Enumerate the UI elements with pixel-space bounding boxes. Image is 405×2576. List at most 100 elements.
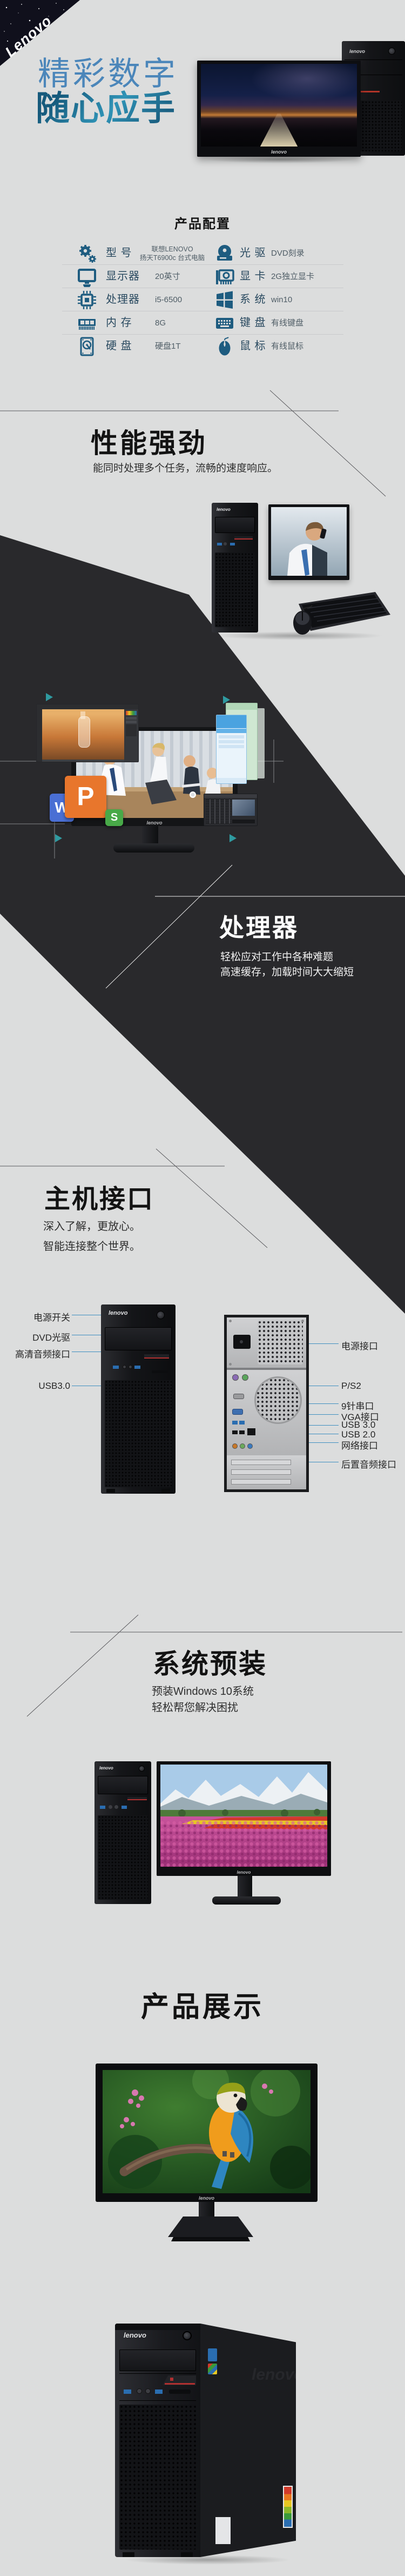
config-label: 硬 盘 <box>106 340 132 352</box>
banner-monitor-screen <box>201 64 357 147</box>
audio-jack <box>240 1443 245 1449</box>
port-label: USB3.0 <box>38 1381 70 1391</box>
banner-tower-brand: lenovo <box>349 49 366 54</box>
config-label: 键 盘 <box>240 317 266 329</box>
preinstall-monitor-image: lenovo <box>157 1761 331 1876</box>
config-label: 显示器 <box>106 270 140 282</box>
video-editor-window <box>204 794 258 826</box>
rear-fan <box>254 1376 302 1424</box>
vga-port <box>232 1409 243 1415</box>
dvd-bay <box>105 1327 172 1350</box>
processor-title: 处理器 <box>219 914 299 942</box>
gears-icon <box>79 245 96 263</box>
monitor-shadow <box>205 156 356 163</box>
usb-port <box>155 2389 163 2394</box>
config-label: 光 驱 <box>240 247 266 259</box>
usb2-port <box>239 1430 245 1434</box>
config-label: 型 号 <box>106 247 132 259</box>
front-mesh <box>105 1380 172 1487</box>
preinstall-title: 系统预装 <box>153 1649 267 1679</box>
windows-icon <box>217 291 233 309</box>
monitor-icon <box>78 269 96 287</box>
collage-monitor-base <box>113 843 194 853</box>
hdd-icon <box>80 337 94 356</box>
config-label: 鼠 标 <box>240 340 266 352</box>
config-value: 8G <box>155 318 166 328</box>
tower-shadow <box>124 2555 292 2565</box>
showcase-monitor-image: lenovo <box>96 2064 318 2202</box>
port-label: 网络接口 <box>341 1441 378 1451</box>
config-value: 2G独立显卡 <box>271 272 315 281</box>
front-tower-image: lenovo <box>101 1304 176 1494</box>
expansion-slots <box>227 1455 306 1489</box>
port-label: 9针串口 <box>341 1401 374 1412</box>
processor-line2: 高速缓存，加载时间大大缩短 <box>220 967 354 978</box>
preinstall-monitor-base <box>212 1896 281 1905</box>
preinstall-line1: 预装Windows 10系统 <box>152 1686 254 1698</box>
banner-monitor-brand: lenovo <box>271 149 287 155</box>
ps2-port <box>242 1374 248 1381</box>
port-label: USB 2.0 <box>341 1429 376 1440</box>
audio-jack <box>137 2388 142 2394</box>
port-label: DVD光驱 <box>32 1333 70 1343</box>
powerpoint-app-icon: P <box>65 776 106 818</box>
optical-drive-icon <box>217 245 232 261</box>
showcase-monitor-base <box>168 2216 253 2241</box>
banner-monitor-image: lenovo <box>197 61 361 157</box>
light-trail <box>260 113 298 147</box>
preinstall-monitor-stand <box>238 1876 252 1900</box>
section-hairlines <box>0 390 402 1717</box>
port-label: 电源开关 <box>33 1313 70 1323</box>
preinstall-tower-brand: lenovo <box>99 1766 113 1770</box>
config-label: 内 存 <box>106 317 132 329</box>
config-row: 显示器 20英寸 显 卡 2G独立显卡 <box>0 265 405 288</box>
preinstall-line2: 轻松帮您解决困扰 <box>152 1702 238 1714</box>
front-tower-brand: lenovo <box>109 1310 128 1316</box>
port-label: 后置音频接口 <box>341 1460 396 1470</box>
performance-title: 性能强劲 <box>91 428 207 458</box>
side-panel-brand-emboss: lenovo <box>252 2366 304 2384</box>
showcase-tower-brand: lenovo <box>124 2331 146 2339</box>
usb-port <box>124 2389 131 2394</box>
config-value: DVD刻录 <box>271 249 305 258</box>
intel-sticker <box>208 2348 217 2361</box>
preinstall-tower-image: lenovo <box>94 1761 151 1904</box>
audio-jack <box>247 1443 253 1449</box>
usb3-port <box>239 1421 245 1425</box>
port-label: 高清音频接口 <box>15 1349 70 1360</box>
banner-headline-2: 随心应手 <box>36 81 176 130</box>
ps2-port <box>232 1374 239 1381</box>
config-row: 型 号 联想LENOVO 扬天T6900c 台式电脑 光 驱 DVD刻录 <box>0 242 405 265</box>
tower-side-panel: lenovo <box>200 2324 296 2557</box>
showcase-monitor-brand: lenovo <box>198 2195 214 2201</box>
showcase-monitor-screen <box>103 2070 310 2193</box>
spec-label-sticker <box>215 2517 231 2544</box>
ports-line1: 深入了解，更放心。 <box>43 1221 140 1233</box>
energy-label-sticker <box>283 2486 293 2528</box>
tower-front-panel: lenovo <box>115 2324 200 2557</box>
showcase-tower-image: lenovo lenovo <box>115 2324 296 2557</box>
port-label: USB 3.0 <box>341 1420 376 1430</box>
pc-shadow <box>216 631 383 640</box>
config-label: 显 卡 <box>240 270 266 282</box>
config-row: 内 存 8G 键 盘 有线键盘 <box>0 311 405 335</box>
lan-port <box>247 1428 255 1435</box>
config-value: 有线鼠标 <box>271 342 304 351</box>
performance-monitor-screen <box>271 507 347 576</box>
processor-line1: 轻松应对工作中各种难题 <box>220 951 334 963</box>
config-label: 处理器 <box>106 294 140 305</box>
performance-monitor-image <box>268 504 349 580</box>
config-value: 硬盘1T <box>155 342 181 351</box>
performance-subtitle: 能同时处理多个任务，流畅的速度响应。 <box>93 463 278 474</box>
power-button-icon <box>157 1311 165 1319</box>
port-label: VGA接口 <box>341 1412 379 1422</box>
photoshop-window <box>36 704 139 762</box>
card-slot <box>169 2389 191 2394</box>
config-value: 20英寸 <box>155 272 180 281</box>
port-label: P/S2 <box>341 1381 361 1391</box>
usb2-port <box>232 1430 238 1434</box>
serial-port <box>233 1394 244 1399</box>
usb-port <box>113 1366 119 1369</box>
spreadsheet-app-icon: S <box>105 809 123 826</box>
